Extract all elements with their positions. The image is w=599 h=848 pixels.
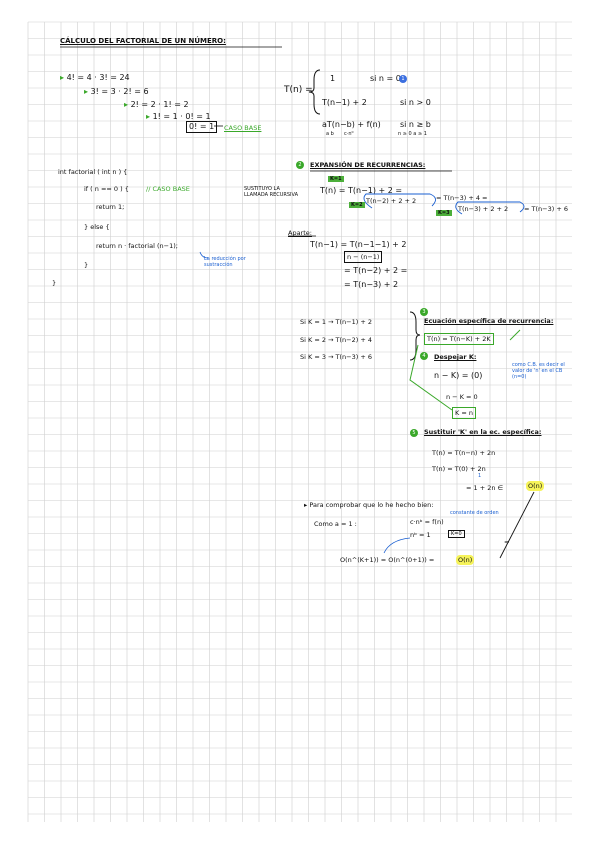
code-note: La reducción por sustracción: [204, 256, 246, 268]
step-3-badge: 3: [420, 308, 428, 316]
aparte-l1: T(n−1) = T(n−1−1) + 2: [310, 240, 407, 249]
despejar-note: como C.B. es decir el valor de 'n' en el…: [512, 362, 565, 380]
check-bullet: ▸ Para comprobar que lo he hecho bien:: [304, 501, 434, 509]
aparte-box: n − (n−1): [344, 251, 383, 263]
expansion-line3-end: = T(n−3) + 6: [524, 205, 568, 213]
code-close-2: }: [52, 279, 57, 287]
step-4: ▸ 4! = 4 · 3! = 24: [60, 73, 130, 82]
recursive-call-note: SUSTITUYO LA LLAMADA RECURSIVA: [244, 186, 299, 198]
code-if: if ( n == 0 ) {: [84, 185, 129, 193]
sust-e3: = 1 + 2n ∈: [466, 484, 504, 492]
despejar-l1: n − K) = (0): [434, 371, 483, 380]
page-title: CÁLCULO DEL FACTORIAL DE UN NÚMERO:: [60, 37, 226, 45]
check-final: O(n^(K+1)) = O(n^(0+1)) =: [340, 556, 435, 564]
big-o-result: O(n): [526, 481, 545, 491]
step-1: ▸ 1! = 1 · 0! = 1: [146, 112, 211, 121]
recurrence-row2: T(n−1) + 2: [322, 98, 367, 107]
check-c1-note: constante de orden: [450, 510, 499, 516]
general-eq-box: T(n) = T(n−K) + 2K: [424, 333, 494, 345]
recurrence-row3-cond: si n ≥ b: [400, 120, 431, 129]
recurrence-row1-cond: si n = 0: [370, 74, 401, 83]
k2-tag: K=2: [349, 202, 365, 208]
sust-e1: T(n) = T(n−n) + 2n: [432, 449, 496, 457]
sust-e2: T(n) = T(0) + 2n: [432, 465, 486, 473]
recurrence-lhs: T(n) =: [284, 85, 313, 95]
kcase-3: Si K = 3 → T(n−3) + 6: [300, 353, 373, 361]
k3-tag: K=3: [436, 210, 452, 216]
check-como: Como a = 1 :: [314, 520, 357, 528]
code-else: } else {: [84, 223, 110, 231]
despejar-l2: n − K = 0: [446, 393, 478, 401]
expansion-eq: T(n) = T(n−1) + 2 =: [320, 186, 403, 195]
recurrence-row3: aT(n−b) + f(n): [322, 120, 381, 129]
step-4-badge: 4: [420, 352, 428, 360]
check-c2: nᵇ = 1: [410, 531, 431, 539]
despejar-label: Despejar K:: [434, 353, 477, 361]
recurrence-row3-sub-left: a b: [326, 131, 334, 137]
code-return-1: return 1;: [96, 203, 125, 211]
aparte-l3: = T(n−3) + 2: [344, 280, 399, 289]
k-equals-n-box: K = n: [452, 407, 476, 419]
general-heading: Ecuación específica de recurrencia:: [424, 317, 554, 325]
k1-tag: K=1: [328, 176, 344, 182]
base-case-box: 0! = 1: [186, 121, 218, 133]
recurrence-row3-sub-right: n ≥ 0 a ≥ 1: [398, 131, 427, 137]
aparte-l2: = T(n−2) + 2 =: [344, 266, 408, 275]
step-2-badge: 2: [296, 161, 304, 169]
check-c1: c·nᵇ = f(n): [410, 518, 444, 526]
code-return-rec: return n · factorial (n−1);: [96, 242, 178, 250]
check-eqsign: =: [504, 538, 510, 546]
code-signature: int factorial ( int n ) {: [58, 168, 128, 176]
recurrence-row3-sub-mid: c·n⁰: [344, 131, 354, 137]
expansion-line2: T(n−2) + 2 + 2: [366, 197, 417, 205]
recurrence-row1: 1: [330, 74, 336, 83]
expansion-line2-end: = T(n−3) + 4 =: [436, 194, 488, 202]
check-final-on: O(n): [456, 555, 475, 565]
sust-e2-sub: 1: [478, 473, 482, 479]
step-2: ▸ 2! = 2 · 1! = 2: [124, 100, 189, 109]
expansion-heading: EXPANSIÓN DE RECURRENCIAS:: [310, 161, 426, 169]
expansion-line3: T(n−3) + 2 + 2: [458, 205, 509, 213]
kcase-2: Si K = 2 → T(n−2) + 4: [300, 336, 373, 344]
step-3: ▸ 3! = 3 · 2! = 6: [84, 87, 149, 96]
step-5-badge: 5: [410, 429, 418, 437]
sust-heading: Sustituir 'K' en la ec. específica:: [424, 428, 542, 436]
kcase-1: Si K = 1 → T(n−1) + 2: [300, 318, 373, 326]
code-comment: // CASO BASE: [146, 185, 190, 193]
recurrence-row2-cond: si n > 0: [400, 98, 431, 107]
circle-1-badge: 1: [399, 75, 407, 83]
aparte-label: Aparte:: [288, 229, 312, 237]
base-case-label: CASO BASE: [224, 124, 262, 132]
check-box: K=0: [448, 530, 465, 538]
code-close-1: }: [84, 261, 89, 269]
